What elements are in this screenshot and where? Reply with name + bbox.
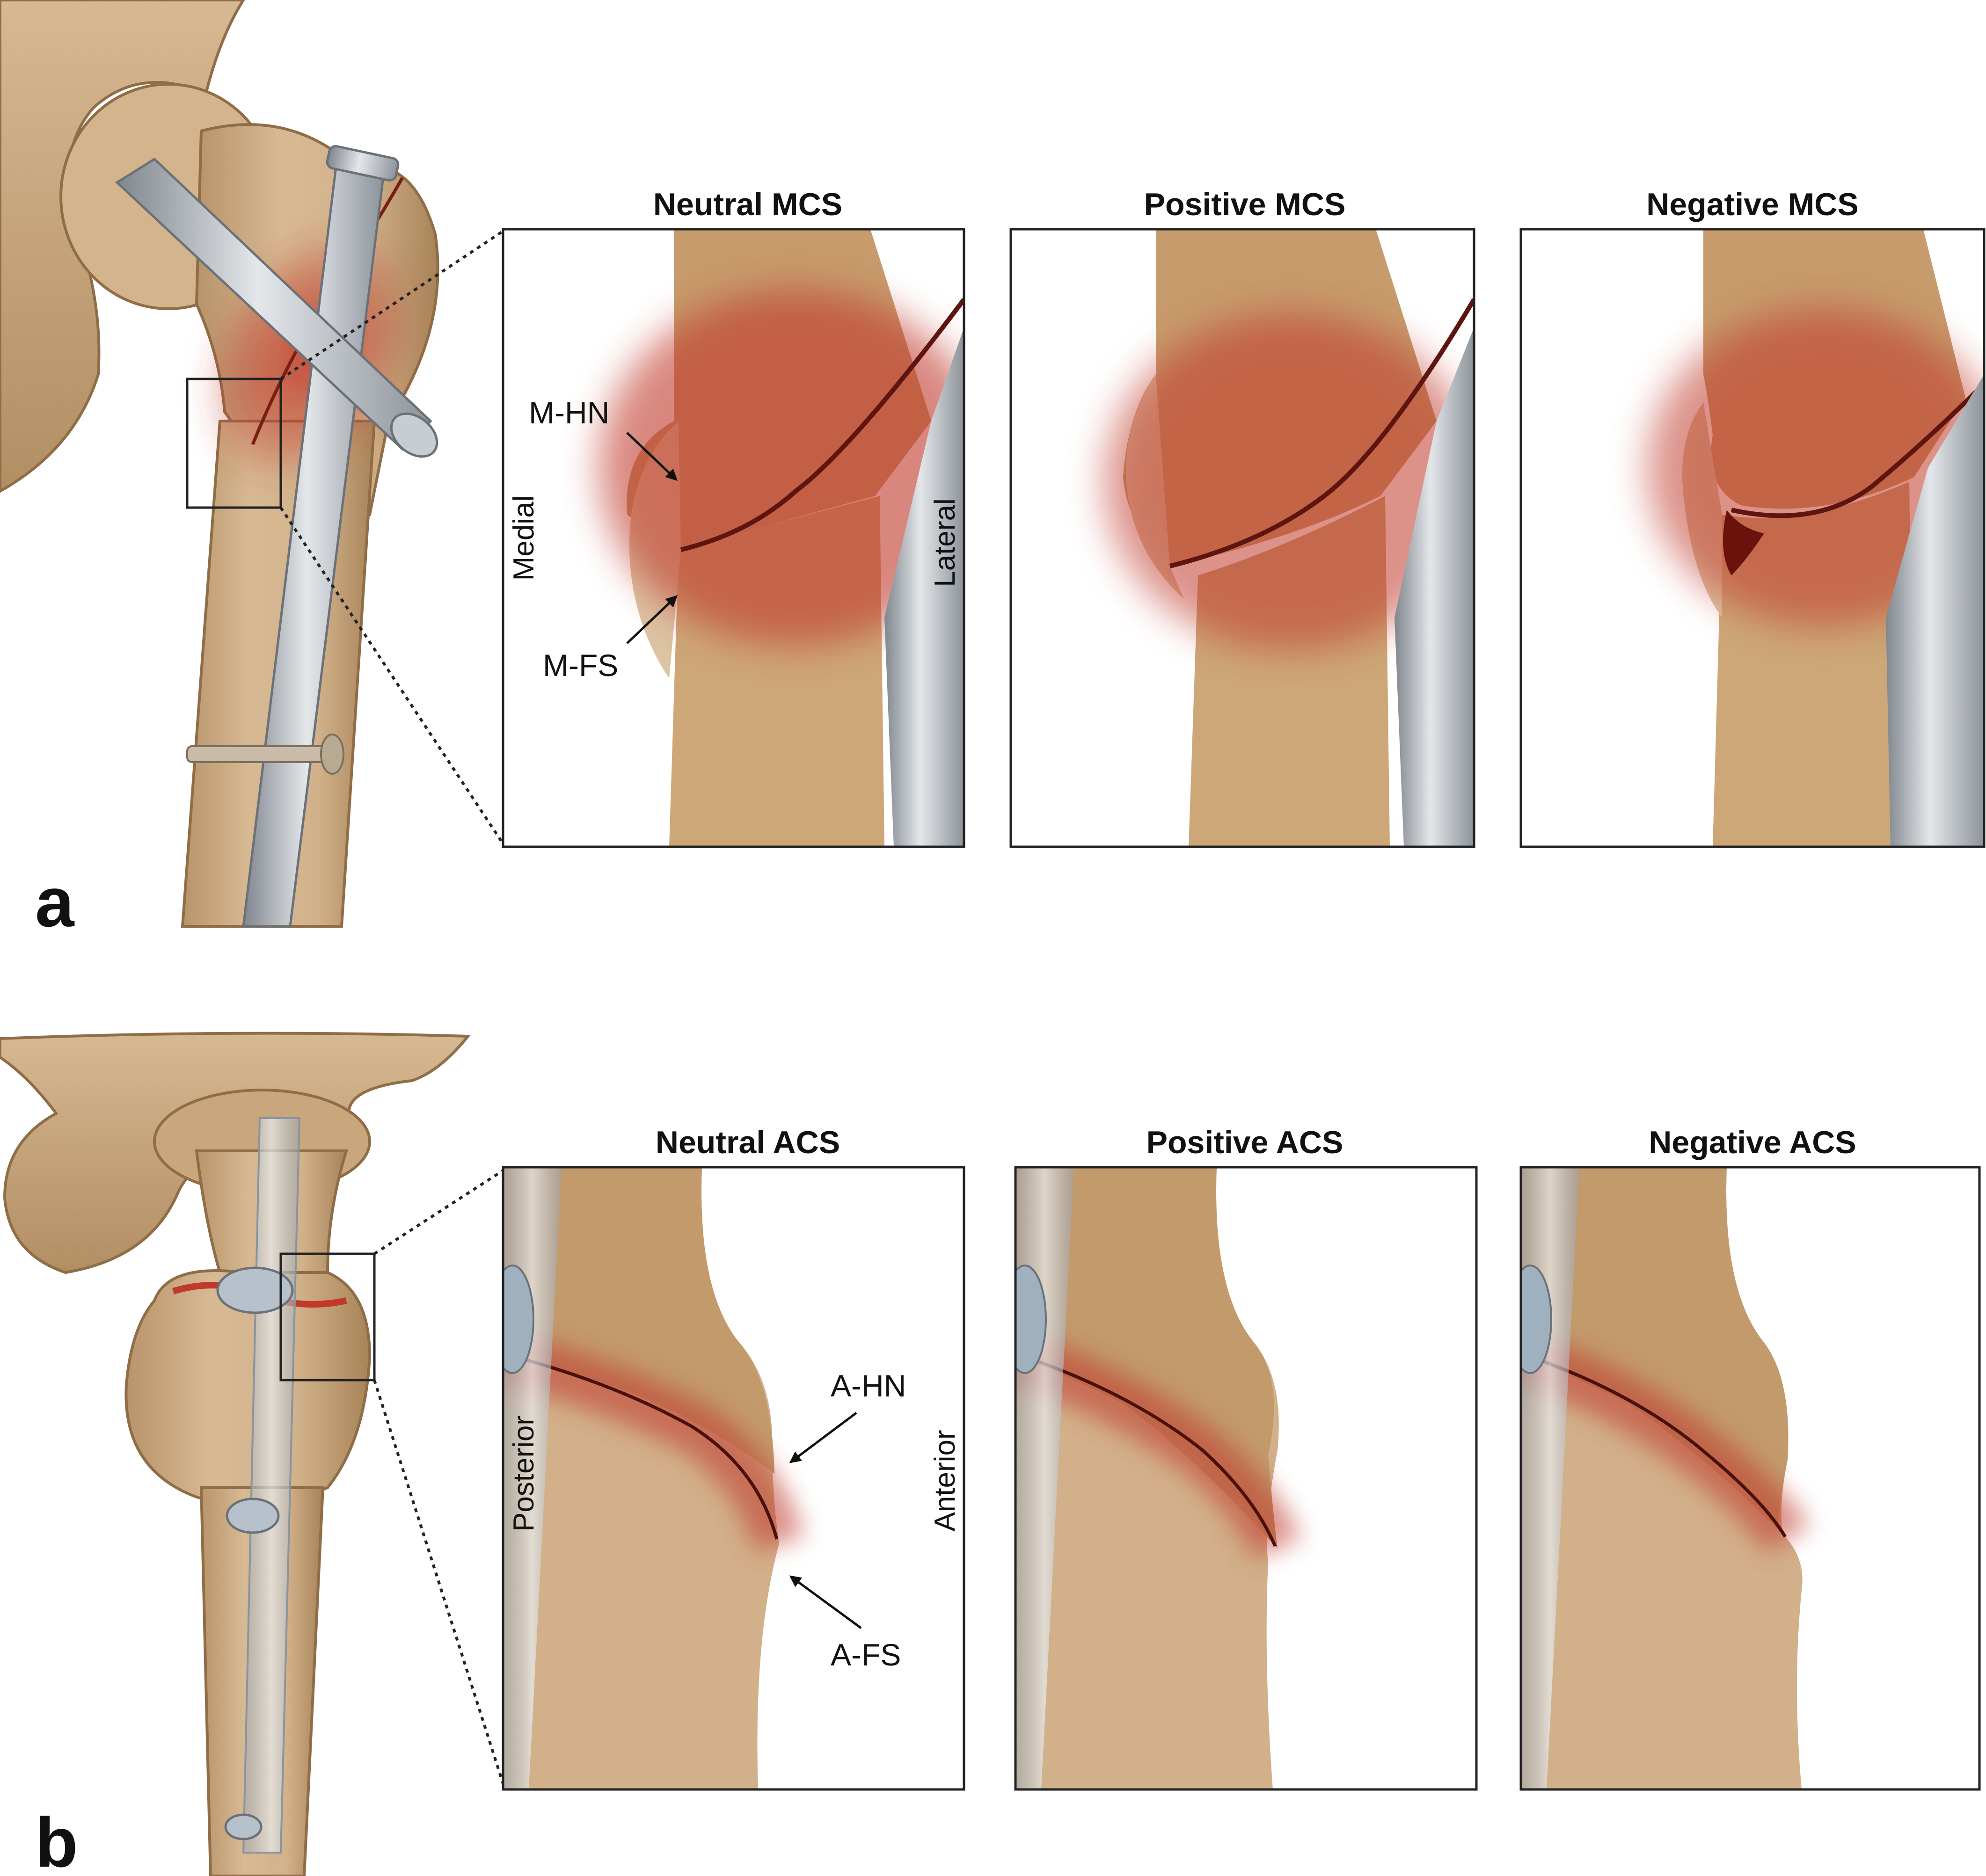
nail-segment — [884, 327, 964, 847]
panel-frame — [1519, 228, 1986, 848]
fracture-gap — [1723, 510, 1764, 575]
fracture-line — [514, 1355, 779, 1540]
zoom-line-b-bottom — [373, 1380, 506, 1789]
panel-title: Neutral MCS — [653, 187, 842, 222]
panel-frame — [1014, 1166, 1478, 1791]
lag-screw — [115, 157, 432, 451]
panel-frame — [502, 228, 965, 848]
fracture-glow — [1104, 313, 1474, 650]
panel-positive-acs: Positive ACS — [1014, 1125, 1478, 1791]
panel-frame — [1519, 1166, 1981, 1791]
head-neck-fragment — [503, 1167, 774, 1474]
panel-title: Neutral ACS — [656, 1125, 840, 1160]
fracture-line — [680, 298, 964, 552]
middle-screw-head — [226, 1498, 280, 1534]
annotation-arrow-bottom — [626, 595, 678, 644]
side-label-right: Anterior — [929, 1430, 961, 1531]
panel-title: Positive MCS — [1144, 187, 1346, 222]
screw-head — [1521, 1265, 1552, 1374]
nail-segment — [1886, 374, 1984, 847]
panel-negative-acs: Negative ACS — [1519, 1125, 1981, 1791]
panel-title: Negative MCS — [1646, 187, 1858, 222]
zoom-line-a-bottom — [279, 507, 506, 847]
zoom-frame-b — [279, 1252, 376, 1382]
zoom-line-a-top — [280, 229, 505, 380]
side-label-left: Medial — [508, 495, 540, 581]
section-a: a Neutral MCS Medial Lateral M-HN M-FS P… — [0, 0, 1986, 941]
nail-segment — [1395, 327, 1474, 847]
greater-trochanter — [124, 1269, 372, 1506]
screw-head — [1015, 1265, 1047, 1374]
nail-end-cap — [326, 145, 400, 182]
zoom-frame-a — [186, 378, 282, 509]
screw-head — [503, 1265, 534, 1374]
annotation-arrow-bottom — [789, 1575, 862, 1629]
annotation-arrow-top — [626, 432, 678, 481]
panel-negative-mcs: Negative MCS — [1519, 187, 1986, 848]
panel-frame — [1009, 228, 1475, 848]
annotation-top: A-HN — [831, 1368, 906, 1403]
panel-positive-mcs: Positive MCS — [1009, 187, 1475, 848]
side-label-right: Lateral — [929, 498, 961, 587]
annotation-bottom: M-FS — [543, 648, 618, 683]
fracture-line — [1730, 382, 1984, 518]
panel-title: Positive ACS — [1146, 1125, 1343, 1160]
proximal-screw-head — [216, 1266, 294, 1314]
panel-letter-b: b — [35, 1803, 78, 1876]
distal-screw-head — [224, 1813, 263, 1840]
zoom-line-b-top — [373, 1168, 505, 1255]
panel-title: Negative ACS — [1649, 1125, 1856, 1160]
fracture-line — [1529, 1355, 1787, 1538]
fracture-line — [1169, 298, 1474, 568]
lag-screw-end — [390, 412, 438, 458]
annotation-top: M-HN — [529, 395, 609, 430]
annotation-bottom: A-FS — [831, 1637, 901, 1672]
femur-overview-b — [0, 1032, 506, 1876]
femur-overview-a — [0, 0, 506, 928]
fracture-glow — [599, 290, 964, 646]
panel-frame — [502, 1166, 965, 1791]
distal-screw-head — [320, 734, 344, 775]
panel-neutral-acs: Neutral ACS Posterior Anterior A-HN A-FS — [502, 1125, 965, 1791]
panel-neutral-mcs: Neutral MCS Medial Lateral M-HN M-FS — [502, 187, 965, 848]
side-label-left: Posterior — [508, 1416, 540, 1532]
panel-letter-a: a — [35, 863, 75, 941]
fracture-line — [1024, 1355, 1277, 1547]
annotation-arrow-top — [789, 1412, 857, 1463]
distal-locking-screw — [186, 745, 329, 763]
section-b: b Neutral ACS Posterior Anterior A-HN A-… — [0, 1032, 1981, 1876]
